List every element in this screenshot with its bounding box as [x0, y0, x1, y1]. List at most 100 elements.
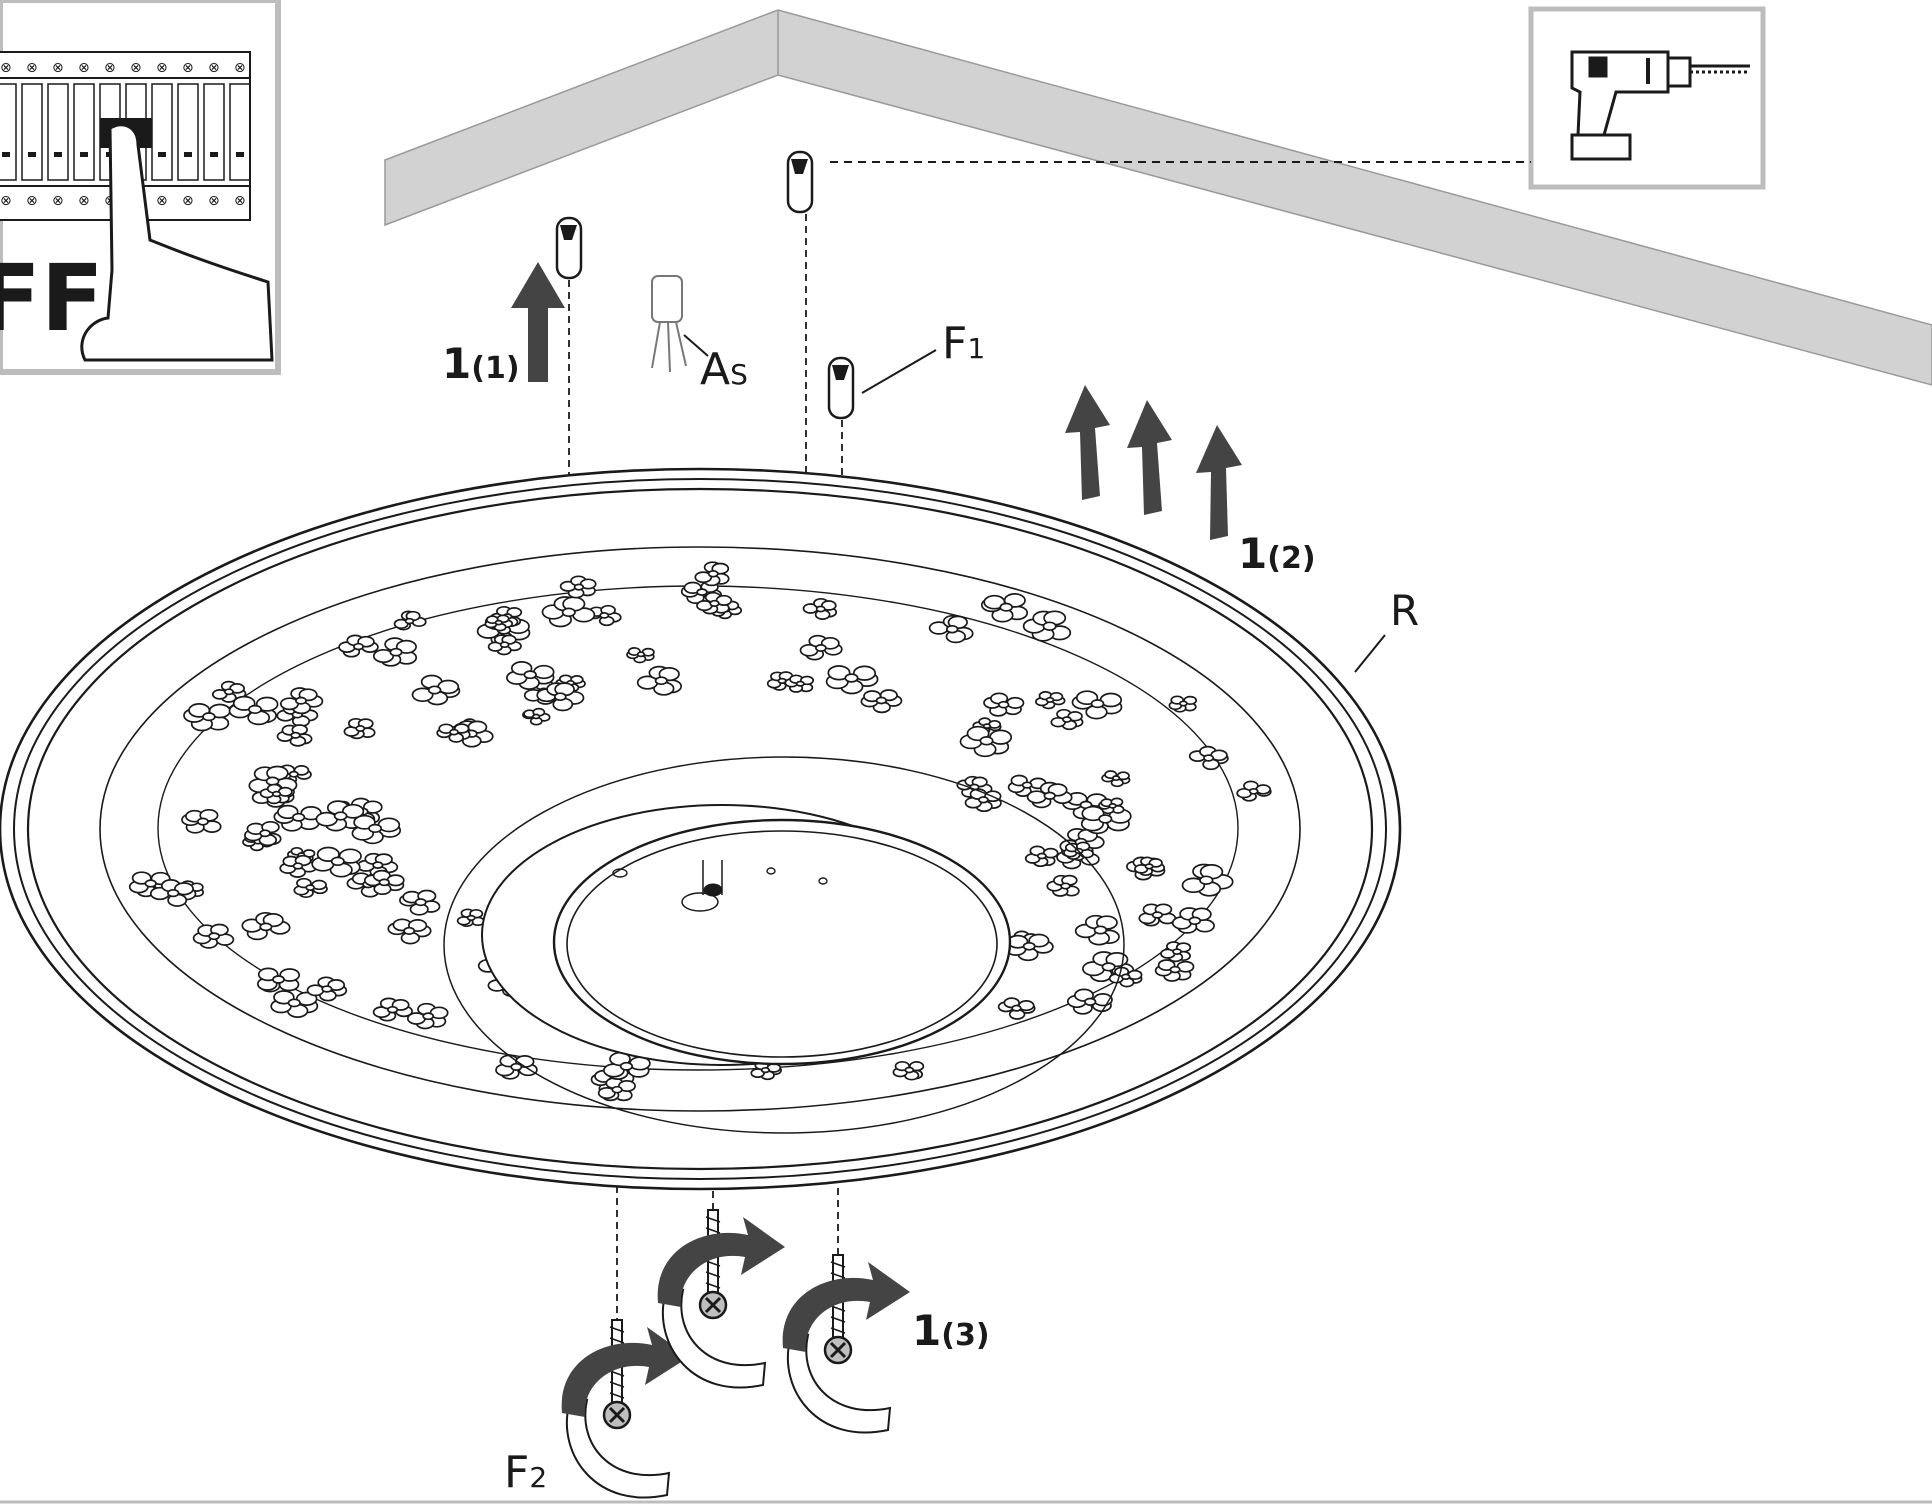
step-1-2-main: 1 [1238, 529, 1267, 578]
flower-ornament [1005, 933, 1054, 962]
flower-ornament [293, 877, 328, 899]
flower-ornament [1160, 941, 1192, 963]
drill-inset [1528, 6, 1766, 190]
flower-ornament [1063, 841, 1094, 860]
flower-ornament [306, 976, 348, 1002]
rotate-arrow-icon [657, 1217, 785, 1307]
screws [561, 1209, 910, 1499]
rotate-arrow-icon [782, 1262, 910, 1352]
flower-ornament [1108, 966, 1143, 988]
flower-ornament [802, 597, 838, 620]
flower-ornament [363, 869, 405, 896]
flower-ornament [387, 918, 432, 945]
flower-ornament [1154, 959, 1195, 982]
breaker-terminal-icon: ⊗ [78, 60, 90, 76]
flower-ornament [959, 725, 1013, 758]
flower-ornament [484, 614, 514, 632]
svg-text:1(2): 1(2) [1238, 529, 1316, 578]
part-r-label: R [1390, 586, 1419, 635]
flower-ornament [1236, 780, 1272, 802]
flower-ornament [1035, 691, 1066, 710]
flower-ornament [495, 1054, 538, 1080]
breaker-terminal-icon: ⊗ [52, 193, 64, 209]
svg-text:F1: F1 [942, 318, 985, 369]
screw-with-rotation-arrow [782, 1254, 910, 1434]
flower-ornament [603, 1051, 651, 1080]
breaker-terminal-icon: ⊗ [182, 193, 194, 209]
flower-ornament [393, 610, 427, 631]
breaker-terminal-icon: ⊗ [104, 60, 116, 76]
breaker-module [47, 83, 69, 181]
breaker-terminal-icon: ⊗ [52, 60, 64, 76]
breaker-module [229, 83, 251, 181]
flower-ornament [1181, 863, 1234, 897]
cordless-drill-icon [1570, 50, 1750, 161]
breaker-indicator [28, 152, 36, 157]
flower-ornament [487, 634, 522, 656]
power-off-inset: ⊗⊗⊗⊗⊗⊗⊗⊗⊗⊗⊗⊗⊗⊗⊗⊗⊗⊗⊗⊗ FF [0, 0, 281, 375]
flower-ornament [997, 997, 1036, 1020]
flower-ornament [338, 634, 379, 658]
flower-ornament [315, 800, 365, 832]
breaker-terminal-icon: ⊗ [78, 193, 90, 209]
svg-text:F2: F2 [504, 1447, 547, 1498]
flower-ornament [411, 674, 461, 706]
breaker-indicator [80, 152, 88, 157]
flower-ornament [559, 575, 597, 599]
rotate-arrow-icon [561, 1327, 689, 1417]
flower-ornament [860, 689, 903, 714]
flower-ornament [522, 707, 551, 726]
flower-ornament [784, 674, 815, 693]
flower-ornament [1171, 907, 1215, 934]
step-1-2-sub: (2) [1267, 541, 1315, 576]
flower-ornament [1026, 781, 1073, 809]
part-f1-main: F [942, 318, 967, 369]
flower-ornament [311, 846, 362, 878]
breaker-terminal-icon: ⊗ [208, 60, 220, 76]
screw-with-rotation-arrow [657, 1209, 785, 1389]
flower-ornament [1138, 903, 1177, 927]
svg-text:1(1): 1(1) [442, 339, 520, 388]
flower-ornament [1046, 874, 1080, 897]
breaker-indicator [54, 152, 62, 157]
flower-ornament [276, 724, 313, 747]
breaker-module [73, 83, 95, 181]
breaker-terminal-icon: ⊗ [234, 193, 246, 209]
flower-ornament [928, 614, 974, 644]
flower-ornament [696, 591, 733, 615]
flower-ornament [270, 990, 319, 1018]
flower-ornament [541, 596, 596, 628]
flower-ornament [273, 804, 322, 832]
flower-ornament [636, 665, 683, 696]
step-1-1-main: 1 [442, 339, 471, 388]
pointing-hand-icon [80, 123, 274, 362]
breaker-terminal-icon: ⊗ [0, 60, 12, 76]
flower-ornament [456, 908, 485, 928]
rotation-sweep [565, 1398, 671, 1499]
flower-ornament [1074, 914, 1120, 946]
up-arrow-icon [511, 262, 1242, 540]
breaker-indicator [236, 152, 244, 157]
flower-ornament [351, 814, 402, 845]
flower-ornament [1080, 805, 1132, 835]
flower-ornament [181, 808, 222, 834]
rotation-sweep [661, 1288, 767, 1389]
ceiling-rose [0, 467, 1402, 1191]
rotation-sweep [786, 1333, 892, 1434]
wire-connector-icon [651, 275, 687, 373]
svg-text:AS: AS [700, 344, 748, 395]
breaker-module [203, 83, 225, 181]
flower-ornament [1101, 770, 1131, 788]
screw-with-rotation-arrow [561, 1319, 689, 1499]
flower-ornament [436, 723, 471, 743]
step-1-3-main: 1 [912, 1306, 941, 1355]
breaker-indicator [210, 152, 218, 157]
flower-ornament [372, 637, 418, 667]
flower-ornament [1168, 695, 1198, 713]
flower-ornament [597, 1077, 636, 1102]
flower-ornament [149, 879, 197, 907]
flower-ornament [279, 854, 318, 878]
flower-ornament [983, 692, 1025, 717]
flower-ornament [1024, 845, 1059, 868]
